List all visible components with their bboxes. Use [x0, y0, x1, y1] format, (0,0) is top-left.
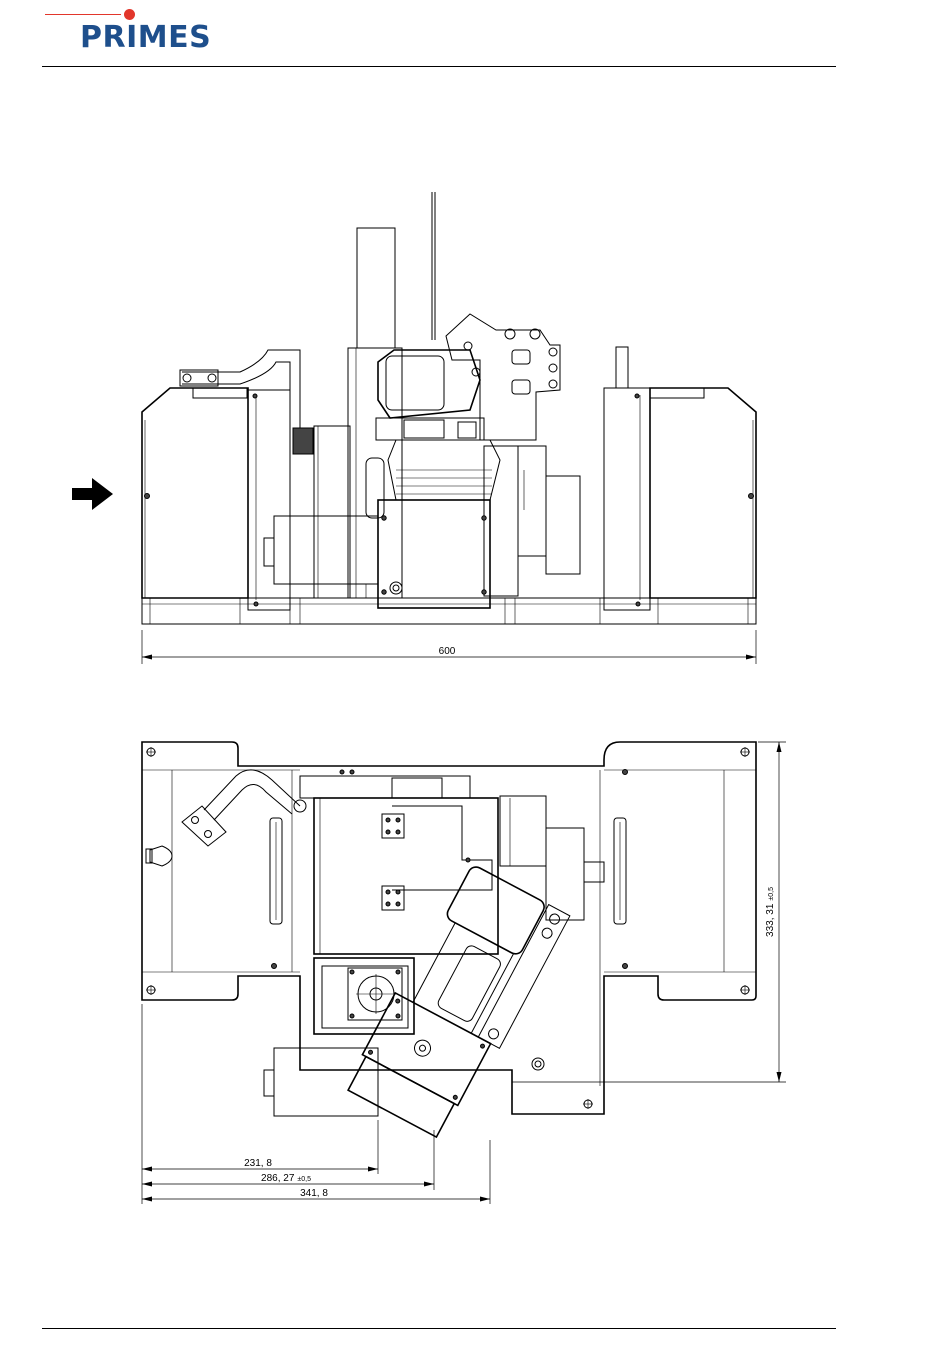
top-view: 333, 31±0,5 231, 8 286, 27±0,5 341, 8 [142, 742, 786, 1204]
dim-offset-2-label: 286, 27±0,5 [261, 1173, 311, 1184]
dim-offset-1-label: 231, 8 [244, 1158, 272, 1169]
dim-offset-3-label: 341, 8 [300, 1188, 328, 1199]
dim-width-label: 600 [439, 646, 456, 657]
arrow-right-icon [72, 478, 113, 510]
footer-rule [42, 1328, 836, 1329]
front-view: 600 [72, 192, 756, 664]
dim-depth-label: 333, 31±0,5 [765, 887, 776, 937]
